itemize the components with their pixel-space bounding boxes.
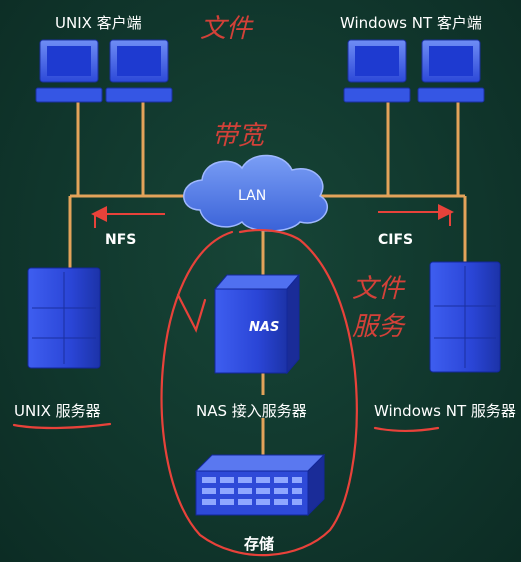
windows-server-label: Windows NT 服务器: [374, 402, 516, 420]
unix-client-1-icon: [35, 39, 103, 103]
protocol-arrows: [91, 204, 454, 228]
annotation-file-service: 文件服务: [352, 274, 405, 342]
cifs-label: CIFS: [378, 232, 414, 248]
nfs-label: NFS: [105, 232, 137, 248]
network-links: [68, 100, 467, 455]
windows-client-label: Windows NT 客户端: [340, 14, 482, 32]
windows-server-icon: [429, 261, 501, 373]
unix-client-label: UNIX 客户端: [55, 14, 142, 32]
unix-server-underline: [12, 422, 112, 430]
unix-client-2-icon: [105, 39, 173, 103]
windows-client-2-icon: [417, 39, 485, 103]
check-mark-annotation: [176, 293, 207, 333]
lan-label: LAN: [238, 188, 267, 204]
nas-device-text: NAS: [249, 320, 279, 335]
nas-circle-annotation: [160, 229, 358, 557]
windows-server-underline: [373, 426, 440, 433]
hand-annotations: [12, 229, 440, 557]
nas-server-label: NAS 接入服务器: [196, 402, 307, 420]
storage-label: 存储: [244, 535, 275, 553]
unix-server-icon: [27, 267, 101, 369]
annotation-bandwidth: 带宽: [212, 121, 265, 151]
annotation-file: 文件: [200, 14, 253, 44]
lan-cloud-icon: [183, 154, 329, 232]
windows-client-1-icon: [343, 39, 411, 103]
storage-array-icon: [194, 453, 326, 517]
unix-server-label: UNIX 服务器: [14, 402, 101, 420]
nas-server-icon: [213, 273, 301, 375]
